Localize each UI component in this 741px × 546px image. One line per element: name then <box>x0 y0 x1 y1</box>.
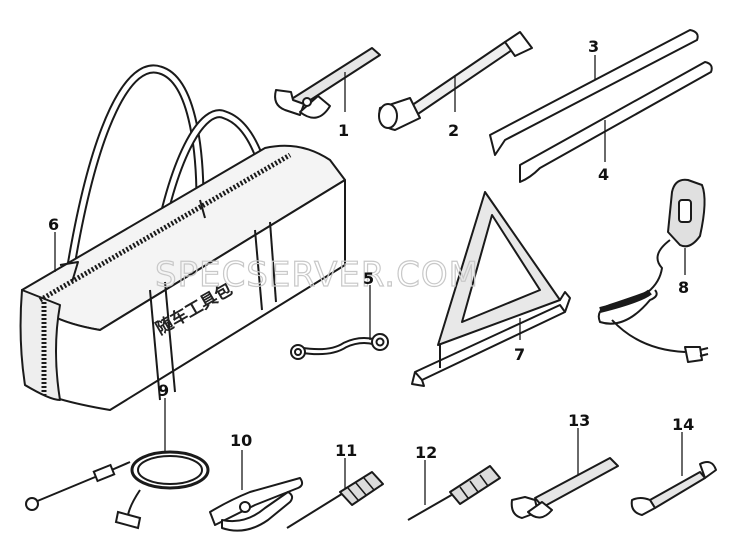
wheel-brace-drawing <box>378 31 533 131</box>
leader-lines <box>54 55 686 505</box>
tool-bag-drawing <box>19 64 346 411</box>
part-number-2: 2 <box>448 121 459 140</box>
part-number-6: 6 <box>48 215 59 234</box>
screwdriver-2-drawing <box>407 465 501 521</box>
part-number-13: 13 <box>568 411 590 430</box>
pry-bar-lower-drawing <box>519 61 713 183</box>
inspection-lamp-drawing <box>597 178 709 363</box>
part-number-9: 9 <box>158 381 169 400</box>
open-end-spanner-drawing <box>630 461 717 516</box>
ring-spanner-drawing <box>290 333 389 360</box>
part-number-10: 10 <box>230 431 252 450</box>
part-number-11: 11 <box>335 441 357 460</box>
part-number-1: 1 <box>338 121 349 140</box>
watermark: SPECSERVER.COM <box>155 255 479 295</box>
screwdriver-1-drawing <box>286 471 384 529</box>
adjustable-wrench-drawing <box>274 47 381 119</box>
part-number-12: 12 <box>415 443 437 462</box>
inflator-hose-drawing <box>25 450 210 530</box>
part-number-5: 5 <box>363 269 374 288</box>
pry-bar-upper-drawing <box>489 29 699 156</box>
part-number-3: 3 <box>588 37 599 56</box>
part-number-8: 8 <box>678 278 689 297</box>
part-number-4: 4 <box>598 165 609 184</box>
part-number-14: 14 <box>672 415 694 434</box>
adjustable-wrench-bottom-drawing <box>510 457 619 519</box>
part-number-7: 7 <box>514 345 525 364</box>
part-number-labels: 1 2 3 4 5 6 7 8 9 10 11 12 13 14 <box>48 37 694 462</box>
warning-triangle-drawing <box>411 191 571 387</box>
pliers-drawing <box>209 477 304 532</box>
